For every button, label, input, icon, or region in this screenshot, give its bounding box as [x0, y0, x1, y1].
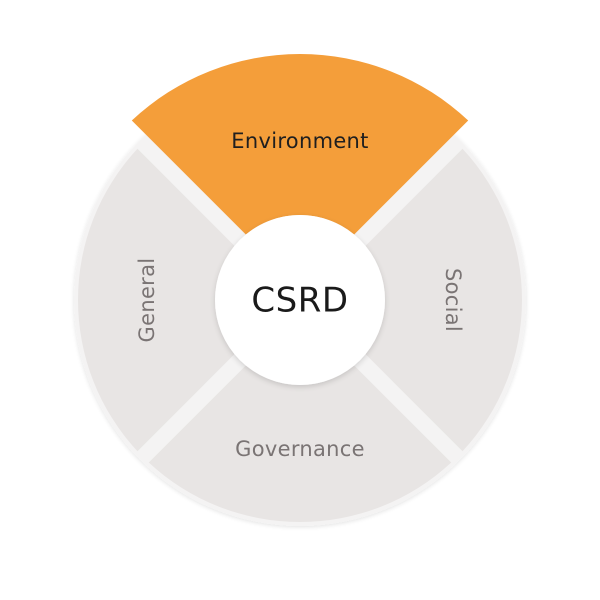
center-label: CSRD	[251, 281, 348, 321]
segment-governance	[148, 365, 452, 523]
segment-environment	[131, 54, 469, 235]
center-hub	[215, 215, 385, 385]
segment-label-environment: Environment	[231, 129, 368, 153]
segment-label-general: General	[135, 258, 159, 343]
segment-general	[77, 148, 235, 452]
segment-label-social: Social	[441, 268, 465, 332]
segment-label-governance: Governance	[235, 437, 365, 461]
segment-social	[365, 148, 522, 452]
